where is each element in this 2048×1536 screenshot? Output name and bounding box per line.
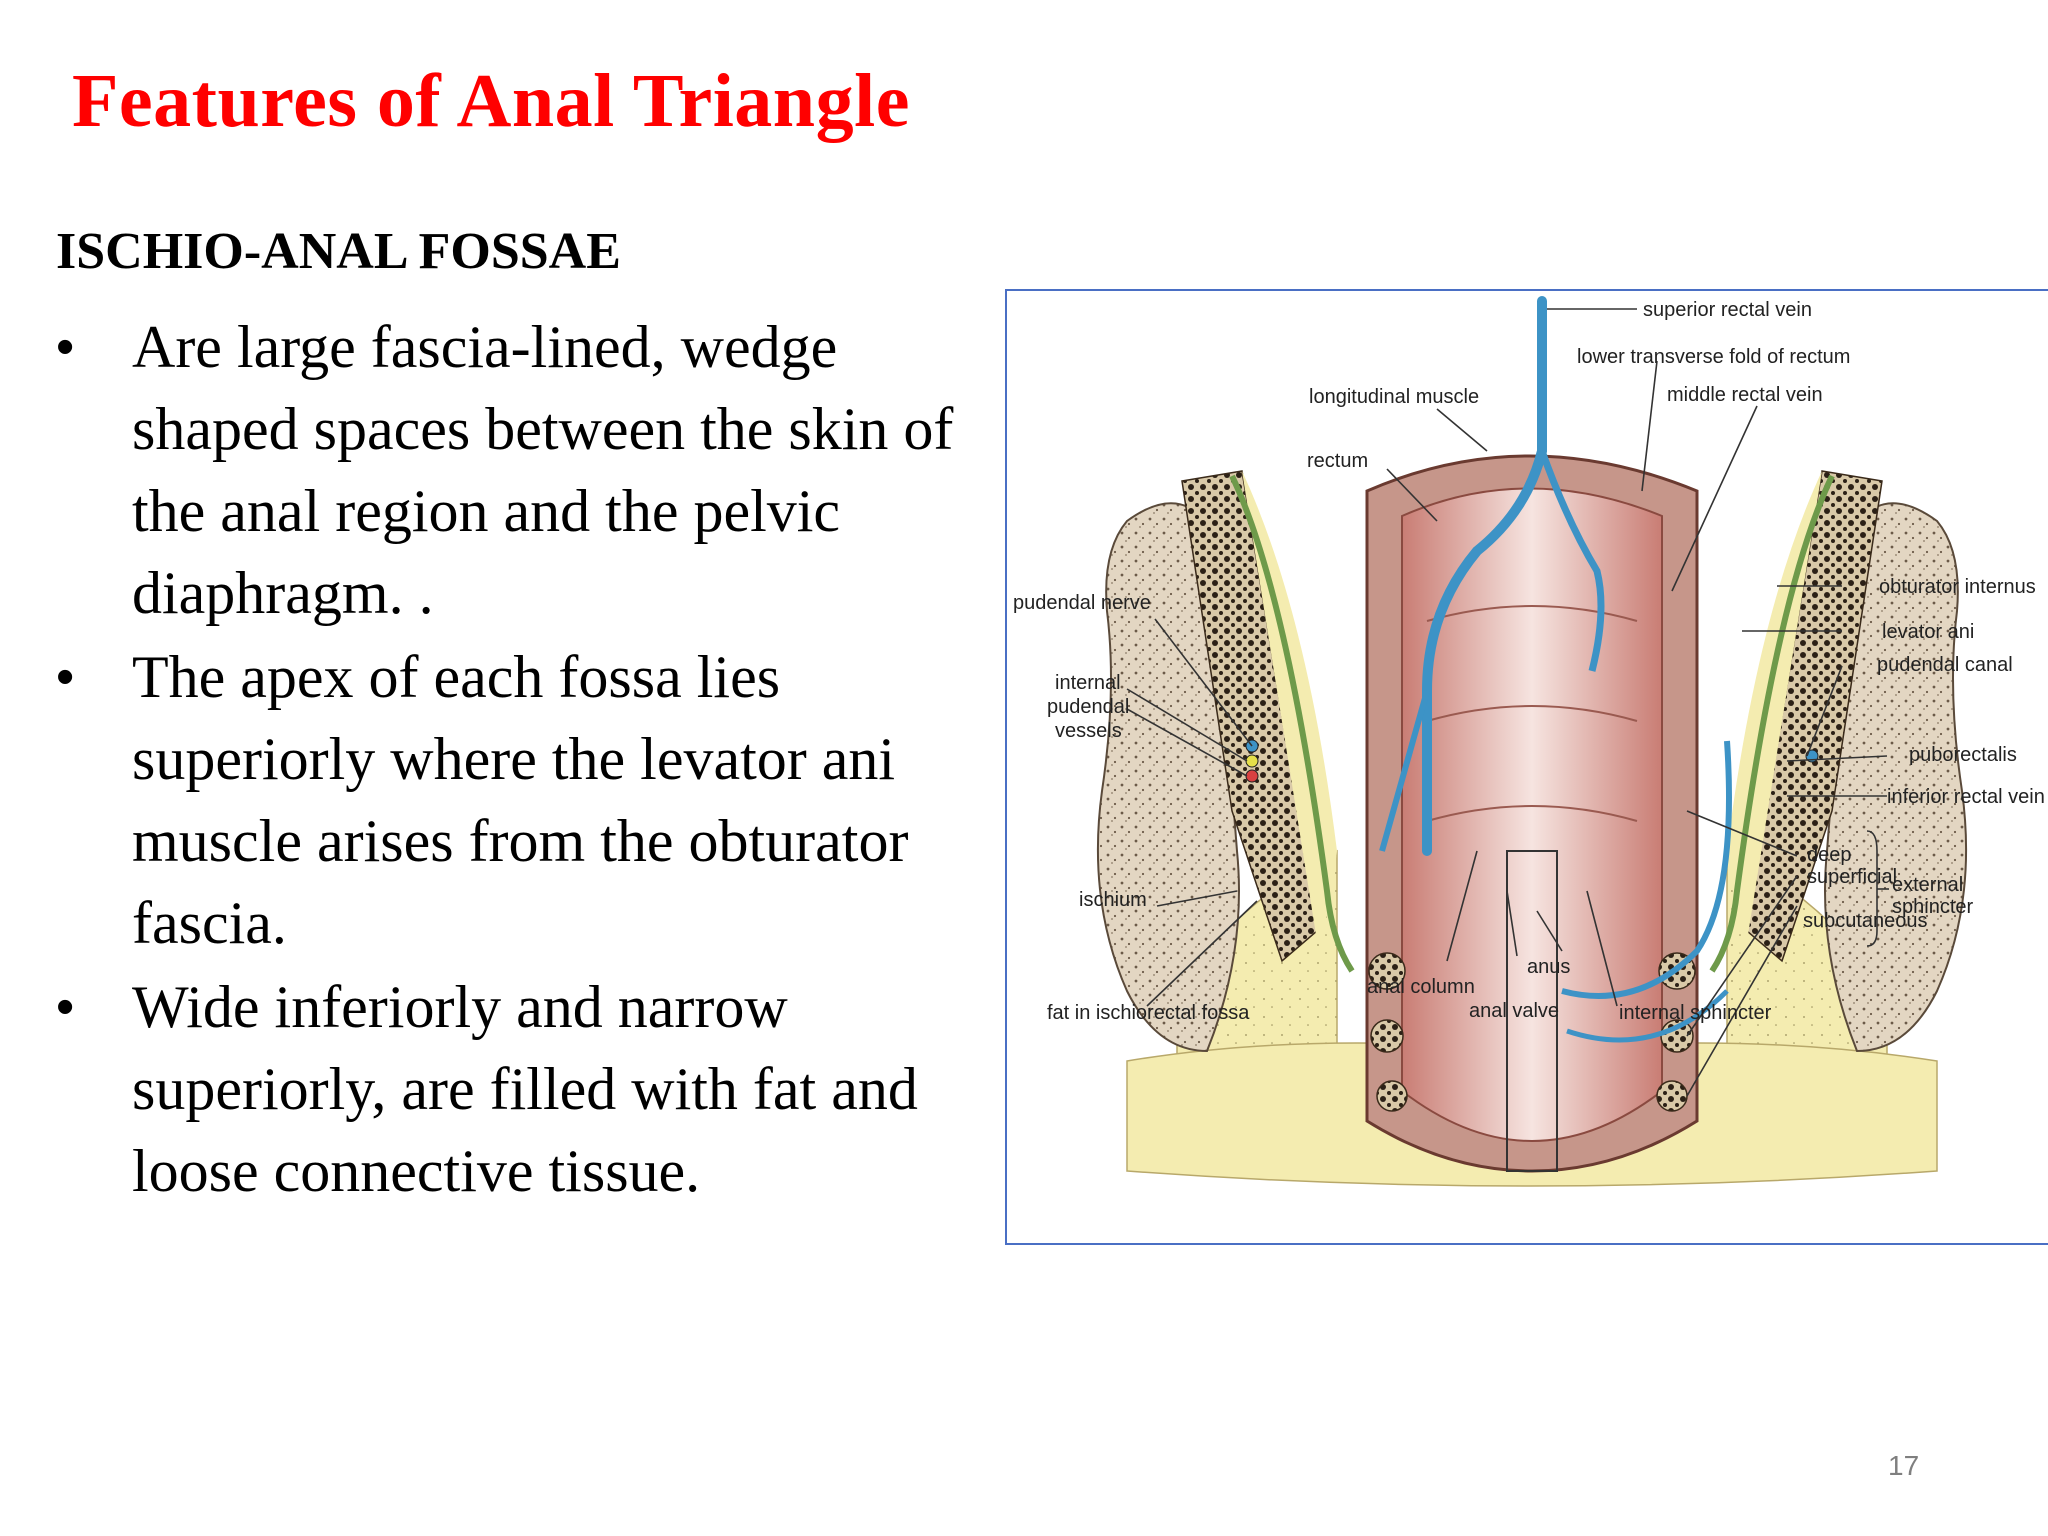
label-rectum: rectum (1307, 450, 1368, 472)
anal-canal (1506, 850, 1558, 1172)
anatomy-figure: superior rectal vein lower transverse fo… (1005, 289, 2048, 1245)
label-anal-column: anal column (1367, 976, 1475, 998)
superior-rectal-vein (1422, 296, 1547, 856)
transverse-fold (1426, 805, 1638, 822)
levator-ani-left (1229, 474, 1355, 973)
label-inferior-rectal-vein: inferior rectal vein (1887, 786, 2045, 808)
transverse-fold (1426, 705, 1638, 722)
label-puborectalis: puborectalis (1909, 744, 2017, 766)
bullet-item: • The apex of each fossa lies superiorly … (56, 636, 996, 964)
label-pudendal-canal: pudendal canal (1877, 654, 2013, 676)
label-vessels: vessels (1055, 720, 1122, 742)
label-longitudinal-muscle: longitudinal muscle (1309, 386, 1479, 408)
label-fat-ischiorectal: fat in ischiorectal fossa (1047, 1002, 1250, 1024)
label-subcutaneous: subcutaneous (1803, 910, 1928, 932)
page-number: 17 (1888, 1450, 1920, 1481)
right-vein-2 (1566, 989, 1729, 1043)
section-subheading: ISCHIO-ANAL FOSSAE (56, 223, 621, 280)
sphincter-superficial-left (1370, 1019, 1404, 1053)
label-lower-transverse-fold: lower transverse fold of rectum (1577, 346, 1850, 368)
bullet-icon: • (56, 318, 75, 376)
right-vein (1561, 740, 1732, 999)
middle-rectal-vein (1538, 449, 1605, 672)
slide-title: Features of Anal Triangle (72, 59, 910, 143)
bullet-text: Are large fascia-lined, wedge shaped spa… (132, 314, 954, 626)
bullet-icon: • (56, 648, 75, 706)
label-superficial: superficial (1807, 866, 1897, 888)
label-ischium: ischium (1079, 889, 1147, 911)
label-sphincter: sphincter (1892, 896, 1973, 918)
bullet-text: The apex of each fossa lies superiorly w… (132, 644, 909, 956)
inferior-rectal-vein (1379, 690, 1430, 852)
ischium-right (1824, 502, 1968, 1053)
label-anus: anus (1527, 956, 1570, 978)
bullet-icon: • (56, 978, 75, 1036)
label-middle-rectal-vein: middle rectal vein (1667, 384, 1823, 406)
ischium-left (1096, 502, 1240, 1053)
label-deep: deep (1807, 844, 1852, 866)
label-internal-sphincter: internal sphincter (1619, 1002, 1772, 1024)
transverse-fold (1426, 605, 1638, 622)
pudendal-vessel (1245, 754, 1259, 768)
sphincter-subcutaneous-right (1656, 1080, 1688, 1112)
bullet-item: • Wide inferiorly and narrow superiorly, … (56, 966, 996, 1212)
label-pudendal: pudendal (1047, 696, 1129, 718)
label-superior-rectal-vein: superior rectal vein (1643, 299, 1812, 321)
leader-lines (1126, 308, 1889, 1097)
label-pudendal-nerve: pudendal nerve (1013, 592, 1151, 614)
label-internal: internal (1055, 672, 1121, 694)
levator-ani-right (1709, 474, 1835, 973)
label-obturator-internus: obturator internus (1879, 576, 2036, 598)
label-anal-valve: anal valve (1469, 1000, 1559, 1022)
bullet-list: • Are large fascia-lined, wedge shaped sp… (56, 306, 996, 1214)
fossa-right (1727, 471, 1822, 941)
obturator-internus-right (1746, 470, 1883, 963)
label-levator-ani: levator ani (1882, 621, 1974, 643)
anal-canal-diagram: superior rectal vein lower transverse fo… (1013, 296, 2045, 1187)
pudendal-vessel (1245, 769, 1259, 783)
sphincter-deep-left (1368, 952, 1406, 990)
fossa-left (1242, 471, 1337, 941)
rectum-lumen (1401, 487, 1663, 1143)
bullet-text: Wide inferiorly and narrow superiorly, a… (132, 974, 918, 1204)
obturator-internus-left (1181, 470, 1318, 963)
sphincter-subcutaneous-left (1376, 1080, 1408, 1112)
bullet-item: • Are large fascia-lined, wedge shaped sp… (56, 306, 996, 634)
label-external: external (1892, 874, 1963, 896)
